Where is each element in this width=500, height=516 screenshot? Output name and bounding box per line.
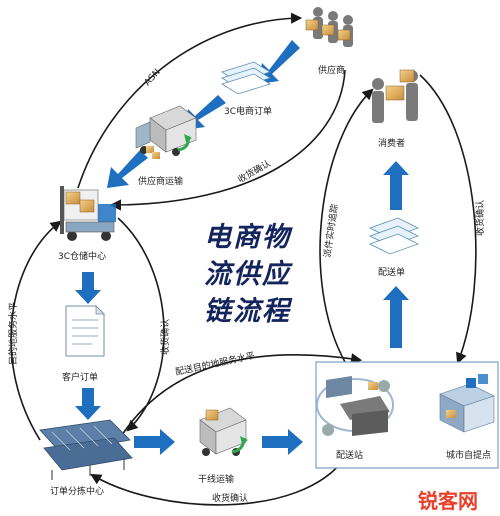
sorting-center-label: 订单分拣中心	[50, 485, 104, 497]
delivery-station-label: 配送站	[336, 449, 363, 461]
service-level-mid-label: 配送目的地服务水平	[174, 349, 256, 378]
receipt-confirm-top-label: 收货确认	[236, 157, 273, 185]
arrow-warehouse-to-order	[75, 272, 101, 304]
arrow-sorting-to-trunk	[134, 429, 175, 455]
delivery-station-icon	[316, 376, 394, 436]
receipt-confirm-bottom-label: 收货确认	[212, 492, 248, 504]
arrow-supplier-to-order	[258, 40, 300, 84]
arrow-note-to-consumer	[383, 161, 409, 210]
service-level-left-label: 目的地服务水平	[7, 302, 19, 365]
arrow-order-to-sorting	[75, 388, 101, 420]
service-level-mid-arc	[119, 353, 363, 439]
supplier-transport-label: 供应商运输	[138, 175, 183, 187]
order-3c-label: 3C电商订单	[224, 105, 272, 117]
consumer-icon	[372, 69, 418, 123]
delivery-note-label: 配送单	[378, 266, 405, 278]
service-level-left-arc	[10, 220, 62, 441]
blue-flow-arrows	[75, 40, 409, 455]
receipt-confirm-top-arc	[109, 69, 346, 211]
supplier-icon	[305, 7, 353, 47]
realtime-tracking-arc	[319, 88, 374, 363]
customer-order-label: 客户订单	[62, 371, 98, 383]
watermark: 锐客网	[418, 489, 478, 513]
receipt-confirm-right-label: 收货确认	[474, 200, 486, 236]
arrow-trunk-to-delivery	[262, 429, 303, 455]
realtime-tracking-label: 派件实时追踪	[321, 203, 340, 258]
trunk-transport-label: 干线运输	[198, 473, 234, 485]
receipt-confirm-left-label: 收货确认	[159, 319, 171, 355]
supplier-label: 供应商	[318, 64, 345, 76]
consumer-label: 消费者	[378, 137, 405, 149]
title-line-3: 链流程	[204, 296, 293, 327]
arrow-delivery-to-note	[383, 286, 409, 348]
order-3c-icon	[221, 61, 271, 95]
warehouse-3c-icon	[60, 186, 116, 241]
city-pickup-icon	[439, 374, 495, 433]
receipt-confirm-right-arc	[419, 74, 477, 365]
customer-order-icon	[65, 305, 105, 357]
title-line-2: 流供应	[204, 259, 293, 290]
warehouse-3c-label: 3C仓储中心	[58, 250, 106, 262]
asn-arc	[77, 12, 303, 189]
receipt-confirm-left-arc	[117, 217, 165, 432]
arrow-truck-to-warehouse	[107, 150, 148, 188]
title-line-1: 电商物	[204, 222, 293, 253]
delivery-note-icon	[368, 217, 420, 255]
city-pickup-label: 城市自提点	[446, 449, 491, 461]
sorting-center-icon	[39, 419, 133, 480]
receipt-confirm-bottom-arc	[90, 457, 346, 506]
supplier-transport-icon	[135, 105, 197, 159]
trunk-transport-icon	[199, 407, 248, 456]
